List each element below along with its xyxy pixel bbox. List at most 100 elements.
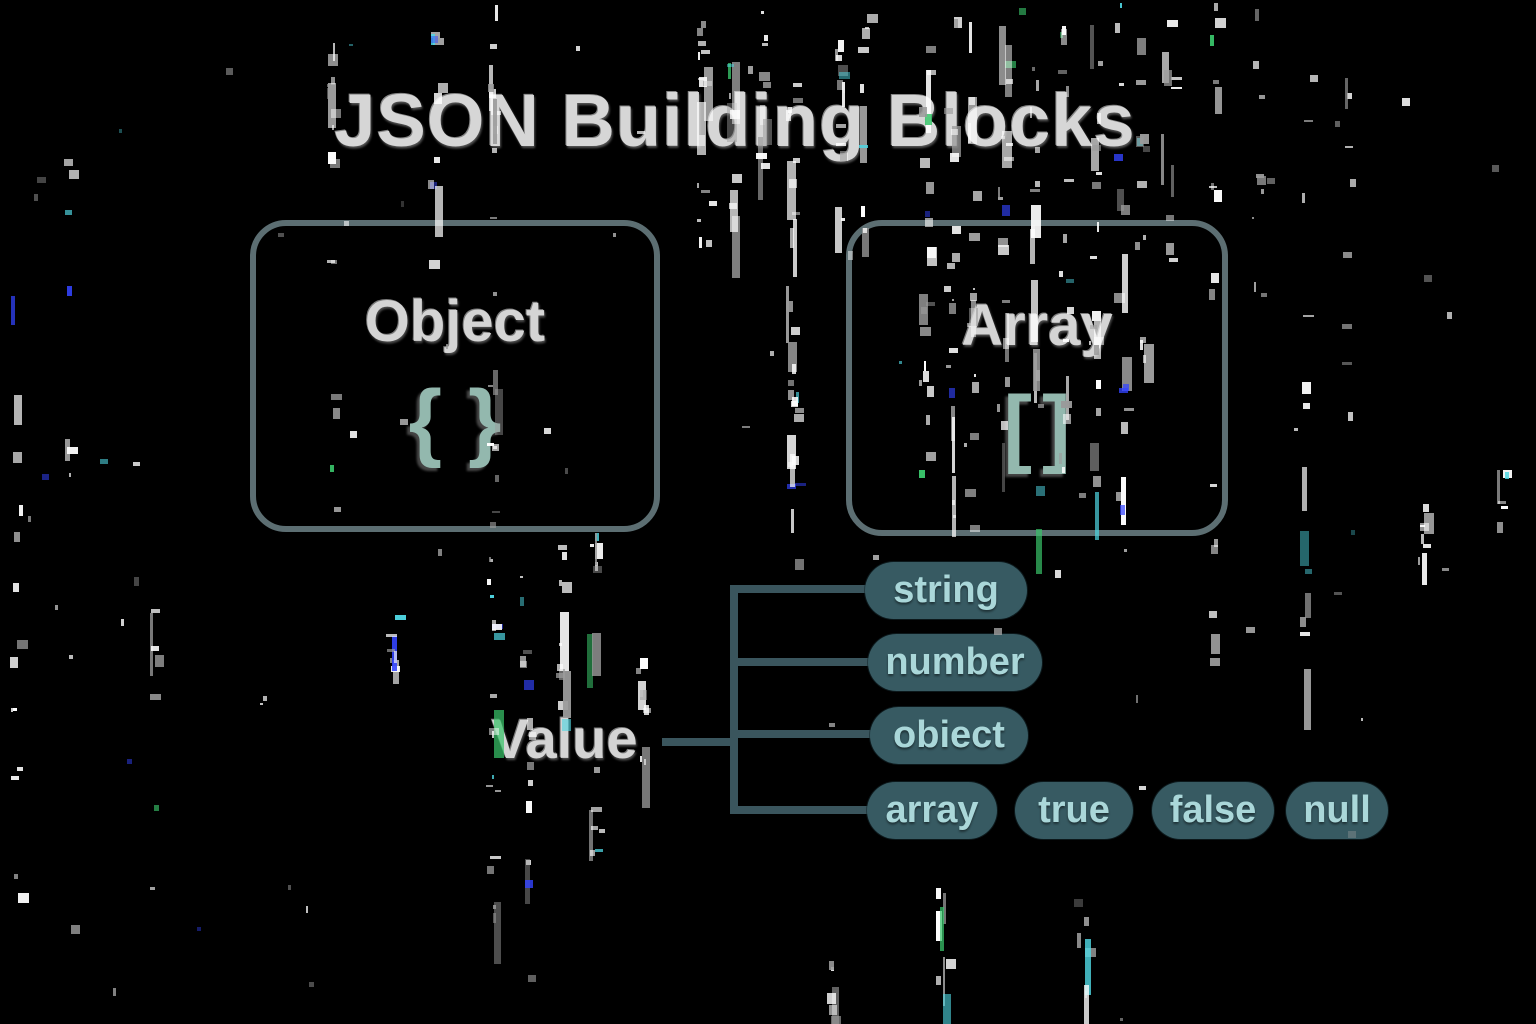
- noise-speck: [872, 555, 879, 560]
- noise-speck: [14, 531, 21, 542]
- noise-speck: [761, 43, 769, 47]
- noise-speck: [701, 21, 707, 28]
- pill-string: string: [865, 562, 1027, 619]
- noise-speck: [924, 211, 931, 217]
- noise-speck: [433, 38, 444, 46]
- noise-speck: [1246, 627, 1256, 634]
- noise-speck: [697, 41, 706, 47]
- noise-speck: [795, 407, 804, 414]
- noise-speck: [401, 200, 405, 207]
- noise-speck: [1496, 469, 1500, 504]
- connector-value-line: [662, 738, 738, 746]
- noise-speck: [791, 326, 800, 336]
- noise-speck: [701, 50, 711, 55]
- noise-speck: [591, 633, 601, 676]
- noise-speck: [1002, 204, 1010, 216]
- noise-speck: [1209, 658, 1221, 667]
- noise-speck: [1304, 592, 1312, 619]
- pill-object: obiect: [870, 707, 1028, 764]
- noise-speck: [489, 595, 495, 599]
- noise-speck: [942, 956, 946, 1007]
- noise-speck: [594, 533, 597, 566]
- noise-speck: [1121, 205, 1131, 216]
- noise-speck: [1085, 948, 1096, 958]
- noise-speck: [524, 679, 534, 690]
- noise-speck: [1119, 3, 1123, 8]
- noise-speck: [636, 667, 641, 675]
- noise-speck: [394, 651, 397, 664]
- object-box-label: Object: [364, 289, 546, 354]
- noise-speck: [99, 459, 108, 465]
- noise-speck: [786, 483, 796, 490]
- noise-speck: [862, 28, 871, 39]
- noise-speck: [1029, 189, 1040, 192]
- noise-speck: [1138, 786, 1147, 790]
- noise-speck: [69, 170, 80, 179]
- noise-speck: [791, 212, 800, 215]
- noise-speck: [1504, 471, 1509, 479]
- noise-speck: [390, 665, 401, 672]
- noise-speck: [1215, 18, 1227, 29]
- noise-speck: [1341, 362, 1353, 365]
- noise-speck: [288, 884, 292, 891]
- noise-speck: [16, 767, 23, 772]
- noise-speck: [1115, 22, 1121, 33]
- noise-speck: [696, 27, 704, 37]
- noise-speck: [68, 654, 73, 659]
- noise-speck: [491, 623, 503, 630]
- noise-speck: [599, 828, 606, 833]
- noise-speck: [589, 544, 595, 547]
- noise-speck: [1084, 939, 1092, 995]
- noise-speck: [226, 68, 233, 75]
- noise-speck: [1135, 695, 1139, 703]
- noise-speck: [1083, 917, 1089, 926]
- noise-speck: [792, 396, 799, 407]
- noise-speck: [492, 624, 503, 629]
- noise-speck: [1347, 411, 1353, 421]
- noise-speck: [936, 975, 942, 986]
- noise-speck: [1054, 569, 1061, 579]
- noise-speck: [1064, 178, 1075, 183]
- noise-speck: [742, 425, 750, 429]
- noise-speck: [945, 959, 957, 970]
- noise-speck: [936, 888, 941, 899]
- noise-speck: [727, 63, 732, 79]
- noise-speck: [12, 707, 18, 712]
- noise-speck: [1424, 274, 1433, 283]
- noise-speck: [493, 633, 505, 641]
- noise-speck: [826, 992, 836, 1005]
- noise-speck: [791, 456, 799, 465]
- square-brackets-icon: [ ]: [1003, 379, 1071, 475]
- noise-speck: [559, 669, 565, 681]
- noise-speck: [528, 974, 537, 982]
- noise-speck: [489, 855, 501, 859]
- noise-speck: [495, 789, 501, 793]
- noise-speck: [1060, 32, 1064, 38]
- noise-speck: [1299, 617, 1306, 627]
- noise-speck: [1492, 165, 1499, 172]
- noise-speck: [1085, 991, 1088, 999]
- noise-speck: [494, 902, 501, 964]
- noise-speck: [1442, 567, 1450, 572]
- noise-speck: [640, 689, 643, 698]
- noise-speck: [430, 32, 441, 38]
- noise-speck: [828, 1004, 837, 1015]
- noise-speck: [594, 532, 599, 542]
- noise-speck: [925, 45, 936, 54]
- noise-speck: [42, 473, 50, 480]
- noise-speck: [860, 206, 866, 218]
- noise-speck: [1501, 506, 1508, 510]
- noise-speck: [794, 559, 804, 571]
- noise-speck: [486, 784, 493, 788]
- noise-speck: [973, 190, 983, 201]
- noise-speck: [865, 27, 870, 30]
- noise-speck: [1251, 216, 1255, 219]
- noise-speck: [392, 636, 398, 672]
- noise-speck: [305, 905, 309, 913]
- noise-speck: [19, 504, 24, 516]
- noise-speck: [789, 227, 795, 249]
- noise-speck: [709, 200, 717, 207]
- noise-speck: [1253, 282, 1257, 293]
- noise-speck: [787, 160, 797, 221]
- noise-speck: [1257, 175, 1266, 185]
